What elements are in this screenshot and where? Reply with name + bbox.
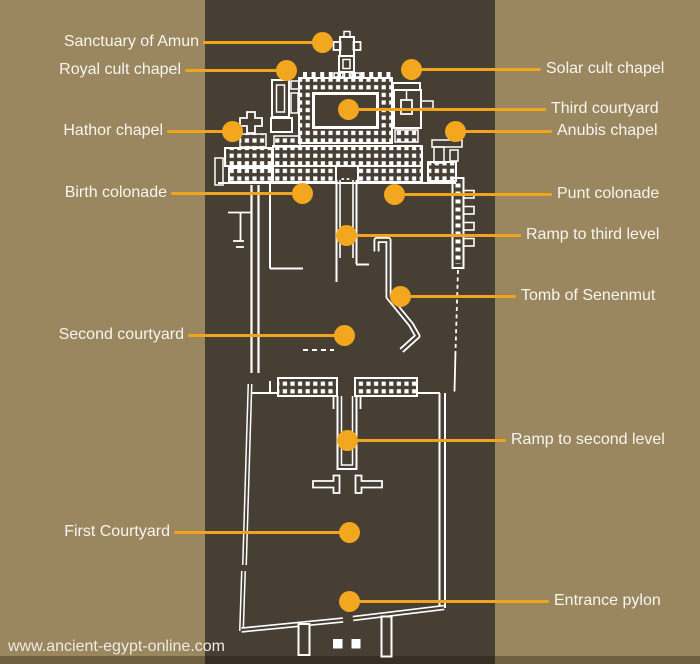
north-wall-plan	[451, 177, 475, 392]
ramp-to-third-level-plan	[335, 178, 369, 282]
callout-label-royal-cult-chapel: Royal cult chapel	[59, 61, 181, 78]
callout-dot	[275, 59, 297, 81]
callout-line	[346, 233, 521, 237]
callout-line	[348, 107, 546, 111]
callout-label-anubis-chapel: Anubis chapel	[557, 122, 658, 139]
callout-line	[455, 129, 552, 133]
callout-line	[203, 40, 322, 44]
entrance-pylon-plan	[297, 615, 393, 658]
bottom-shade-band	[0, 656, 700, 664]
callout-dot	[311, 31, 333, 53]
callout-line	[400, 294, 516, 298]
causeway-basins-plan	[312, 474, 383, 494]
callout-label-entrance-pylon: Entrance pylon	[554, 592, 661, 609]
callout-label-third-courtyard: Third courtyard	[551, 100, 659, 117]
anubis-chapel-plan	[427, 132, 463, 182]
callout-label-first-courtyard: First Courtyard	[64, 523, 170, 540]
callout-dot	[444, 120, 466, 142]
callout-label-ramp-to-second-level: Ramp to second level	[511, 431, 665, 448]
callout-line	[349, 599, 549, 603]
royal-cult-chapel-plan	[270, 79, 301, 148]
callout-line	[347, 438, 506, 442]
callout-dot	[333, 324, 355, 346]
callout-label-ramp-to-third-level: Ramp to third level	[526, 226, 660, 243]
callout-label-punt-colonade: Punt colonade	[557, 185, 660, 202]
callout-dot	[389, 285, 411, 307]
callout-dot	[383, 183, 405, 205]
hathor-chapel-plan	[214, 111, 273, 186]
callout-line	[188, 333, 344, 337]
callout-line	[411, 67, 541, 71]
callout-label-hathor-chapel: Hathor chapel	[63, 122, 163, 139]
callout-label-solar-cult-chapel: Solar cult chapel	[546, 60, 665, 77]
callout-dot	[400, 58, 422, 80]
sanctuary-of-amun-plan	[332, 30, 362, 79]
first-courtyard-plan	[239, 383, 446, 633]
callout-dot	[336, 429, 358, 451]
callout-dot	[221, 120, 243, 142]
callout-label-tomb-of-senenmut: Tomb of Senenmut	[521, 287, 656, 304]
callout-label-sanctuary-of-amun: Sanctuary of Amun	[63, 33, 199, 50]
callout-label-second-courtyard: Second courtyard	[58, 326, 184, 343]
callout-dot	[338, 590, 360, 612]
callout-line	[174, 530, 349, 534]
callout-line	[394, 192, 552, 196]
callout-dot	[291, 182, 313, 204]
tomb-of-senenmut-plan	[373, 237, 421, 353]
callout-line	[167, 129, 232, 133]
lower-colonnade-plan	[252, 377, 440, 397]
callout-dot	[337, 98, 359, 120]
callout-line	[185, 68, 286, 72]
watermark-url: www.ancient-egypt-online.com	[8, 638, 225, 655]
callout-dot	[335, 224, 357, 246]
callout-dot	[338, 521, 360, 543]
solar-cult-chapel-plan	[392, 82, 434, 143]
callout-label-birth-colonade: Birth colonade	[64, 184, 167, 201]
second-courtyard-plan	[228, 184, 334, 373]
callout-line	[171, 191, 302, 195]
